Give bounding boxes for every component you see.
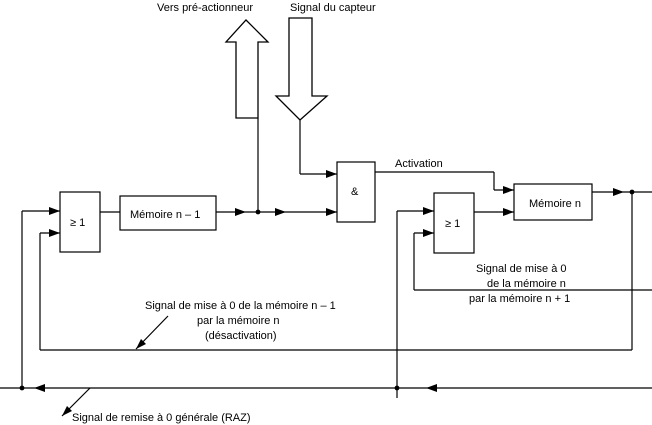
- arrow-head: [613, 188, 624, 196]
- reset-n-label-line2: de la mémoire n: [487, 278, 566, 290]
- reset-n-label-line1: Signal de mise à 0: [476, 263, 567, 275]
- raz-label: Signal de remise à 0 générale (RAZ): [72, 412, 251, 424]
- arrow-head: [426, 384, 437, 392]
- capteur-label: Signal du capteur: [290, 2, 376, 14]
- reset-n-minus-1-label-line1: Signal de mise à 0 de la mémoire n – 1: [145, 300, 336, 312]
- arrow-head: [275, 208, 286, 216]
- or-gate-1: [59, 191, 101, 253]
- arrow-head: [136, 339, 146, 349]
- arrow-head: [49, 207, 60, 215]
- arrow-head: [34, 384, 45, 392]
- memory-n-minus-1-block: [119, 195, 217, 231]
- and-gate: [336, 161, 376, 223]
- arrow-head: [423, 207, 434, 215]
- or-gate-2-label: ≥ 1: [445, 218, 460, 230]
- arrow-head: [503, 186, 514, 194]
- arrow-head: [235, 208, 246, 216]
- arrow-head: [49, 229, 60, 237]
- reset-n-minus-1-label-line3: (désactivation): [205, 330, 277, 342]
- pre-actionneur-label: Vers pré-actionneur: [157, 2, 253, 14]
- activation-label: Activation: [395, 158, 443, 170]
- and-gate-label: &: [351, 186, 359, 198]
- reset-n-minus-1-label-line2: par la mémoire n: [197, 315, 280, 327]
- arrow-head: [62, 406, 72, 416]
- or-gate-2: [433, 192, 475, 254]
- arrow-head: [503, 208, 514, 216]
- arrow-head: [326, 208, 337, 216]
- arrow-head: [423, 229, 434, 237]
- pre-actionneur-arrow: [224, 19, 270, 119]
- memory-n-minus-1-label: Mémoire n – 1: [130, 209, 200, 221]
- memory-n-label: Mémoire n: [529, 198, 581, 210]
- or-gate-1-label: ≥ 1: [70, 217, 85, 229]
- reset-n-label-line3: par la mémoire n + 1: [469, 293, 570, 305]
- memory-n-block: [513, 183, 593, 221]
- capteur-arrow: [274, 17, 329, 121]
- arrow-head: [326, 170, 337, 178]
